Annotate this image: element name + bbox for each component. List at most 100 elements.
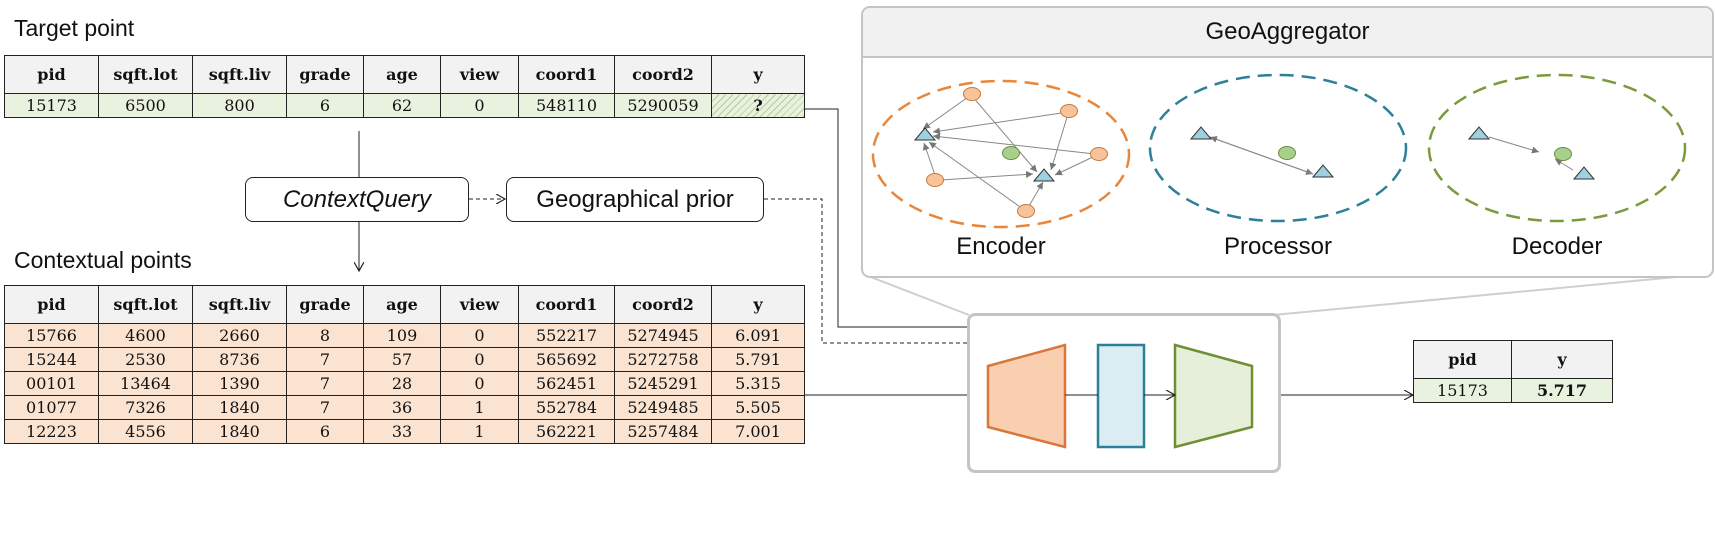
- table-cell: 13464: [98, 371, 193, 396]
- processor-ellipse: [1148, 73, 1408, 223]
- table-cell: 109: [363, 323, 441, 348]
- col-header: age: [363, 285, 441, 324]
- table-cell: 28: [363, 371, 441, 396]
- table-cell: 4556: [98, 419, 193, 444]
- col-header: coord1: [518, 285, 615, 324]
- table-cell: 562451: [518, 371, 615, 396]
- geographical-prior-box: Geographical prior: [506, 177, 764, 222]
- col-header: coord2: [614, 285, 712, 324]
- encoder-ellipse: [871, 79, 1131, 229]
- table-cell: 8: [286, 323, 364, 348]
- table-cell: 00101: [4, 371, 99, 396]
- table-row: 15173 5.717: [1413, 378, 1613, 403]
- contextual-header-row: pid sqft.lot sqft.liv grade age view coo…: [4, 285, 805, 324]
- target-point-title: Target point: [14, 15, 135, 41]
- col-header: age: [363, 55, 441, 94]
- table-cell: 7.001: [711, 419, 805, 444]
- table-cell: 562221: [518, 419, 615, 444]
- table-cell: 36: [363, 395, 441, 420]
- table-cell: 6.091: [711, 323, 805, 348]
- processor-nodes: [1189, 126, 1335, 178]
- table-cell: 1840: [192, 395, 287, 420]
- col-header: pid: [4, 285, 99, 324]
- table-cell: 6: [286, 93, 364, 118]
- target-header-row: pid sqft.lot sqft.liv grade age view coo…: [4, 55, 805, 94]
- table-cell: 5245291: [614, 371, 712, 396]
- table-cell: 0: [440, 371, 519, 396]
- table-cell: 1390: [192, 371, 287, 396]
- table-cell: 5274945: [614, 323, 712, 348]
- table-cell: 6: [286, 419, 364, 444]
- table-cell: 6500: [98, 93, 193, 118]
- decoder-ellipse: [1427, 73, 1687, 223]
- table-cell: 15173: [1413, 378, 1512, 403]
- table-cell: 57: [363, 347, 441, 372]
- col-header: grade: [286, 285, 364, 324]
- table-cell: 33: [363, 419, 441, 444]
- target-table: pid sqft.lot sqft.liv grade age view coo…: [4, 55, 805, 118]
- table-cell: 15173: [4, 93, 99, 118]
- table-cell: 1: [440, 395, 519, 420]
- table-row: 15766 4600 2660 8 109 0 552217 5274945 6…: [4, 323, 805, 348]
- table-cell: 7: [286, 347, 364, 372]
- col-header: grade: [286, 55, 364, 94]
- table-cell: 5290059: [614, 93, 712, 118]
- col-header: sqft.lot: [98, 285, 193, 324]
- table-cell: 15244: [4, 347, 99, 372]
- table-cell: 0: [440, 93, 519, 118]
- model-box: [967, 313, 1281, 473]
- col-header: coord2: [614, 55, 712, 94]
- table-cell: 5.505: [711, 395, 805, 420]
- col-header: view: [440, 55, 519, 94]
- table-cell: 8736: [192, 347, 287, 372]
- table-cell: 7: [286, 395, 364, 420]
- col-header: y: [1511, 340, 1613, 379]
- contextual-table: pid sqft.lot sqft.liv grade age view coo…: [4, 285, 805, 444]
- table-cell: 552784: [518, 395, 615, 420]
- table-cell: 7: [286, 371, 364, 396]
- zoom-line-right: [1272, 273, 1709, 316]
- col-header: pid: [4, 55, 99, 94]
- col-header: y: [711, 55, 805, 94]
- table-cell: 01077: [4, 395, 99, 420]
- predicted-value-cell: 5.717: [1511, 378, 1613, 403]
- zoom-line-left: [862, 273, 970, 316]
- table-cell: 5257484: [614, 419, 712, 444]
- prior-to-encoder-arrow: [764, 198, 1027, 357]
- table-cell: 565692: [518, 347, 615, 372]
- table-cell: 7326: [98, 395, 193, 420]
- col-header: sqft.liv: [192, 55, 287, 94]
- table-cell: 4600: [98, 323, 193, 348]
- table-cell: 5249485: [614, 395, 712, 420]
- table-cell: 0: [440, 347, 519, 372]
- table-cell: 1: [440, 419, 519, 444]
- col-header: y: [711, 285, 805, 324]
- table-cell: 548110: [518, 93, 615, 118]
- table-row: 01077 7326 1840 7 36 1 552784 5249485 5.…: [4, 395, 805, 420]
- geoaggregator-graphs: [871, 73, 1687, 229]
- col-header: coord1: [518, 55, 615, 94]
- encoder-edges: [922, 94, 1096, 210]
- table-cell: 5.315: [711, 371, 805, 396]
- table-cell: 5.791: [711, 347, 805, 372]
- col-header: sqft.lot: [98, 55, 193, 94]
- table-cell: 2660: [192, 323, 287, 348]
- table-cell: 62: [363, 93, 441, 118]
- table-cell: 800: [192, 93, 287, 118]
- contextual-points-title: Contextual points: [14, 247, 192, 273]
- context-query-box: ContextQuery: [245, 177, 469, 222]
- table-cell: 15766: [4, 323, 99, 348]
- processor-label: Processor: [1223, 233, 1333, 260]
- col-header: sqft.liv: [192, 285, 287, 324]
- geoaggregator-panel: GeoAggregator: [861, 6, 1714, 278]
- table-cell: 1840: [192, 419, 287, 444]
- col-header: pid: [1413, 340, 1512, 379]
- table-cell: 12223: [4, 419, 99, 444]
- geoaggregator-title: GeoAggregator: [863, 8, 1712, 58]
- table-row: 00101 13464 1390 7 28 0 562451 5245291 5…: [4, 371, 805, 396]
- encoder-nodes: [913, 87, 1108, 218]
- table-cell: 552217: [518, 323, 615, 348]
- table-cell: 0: [440, 323, 519, 348]
- output-table: pid y 15173 5.717: [1413, 340, 1613, 403]
- table-row: 15244 2530 8736 7 57 0 565692 5272758 5.…: [4, 347, 805, 372]
